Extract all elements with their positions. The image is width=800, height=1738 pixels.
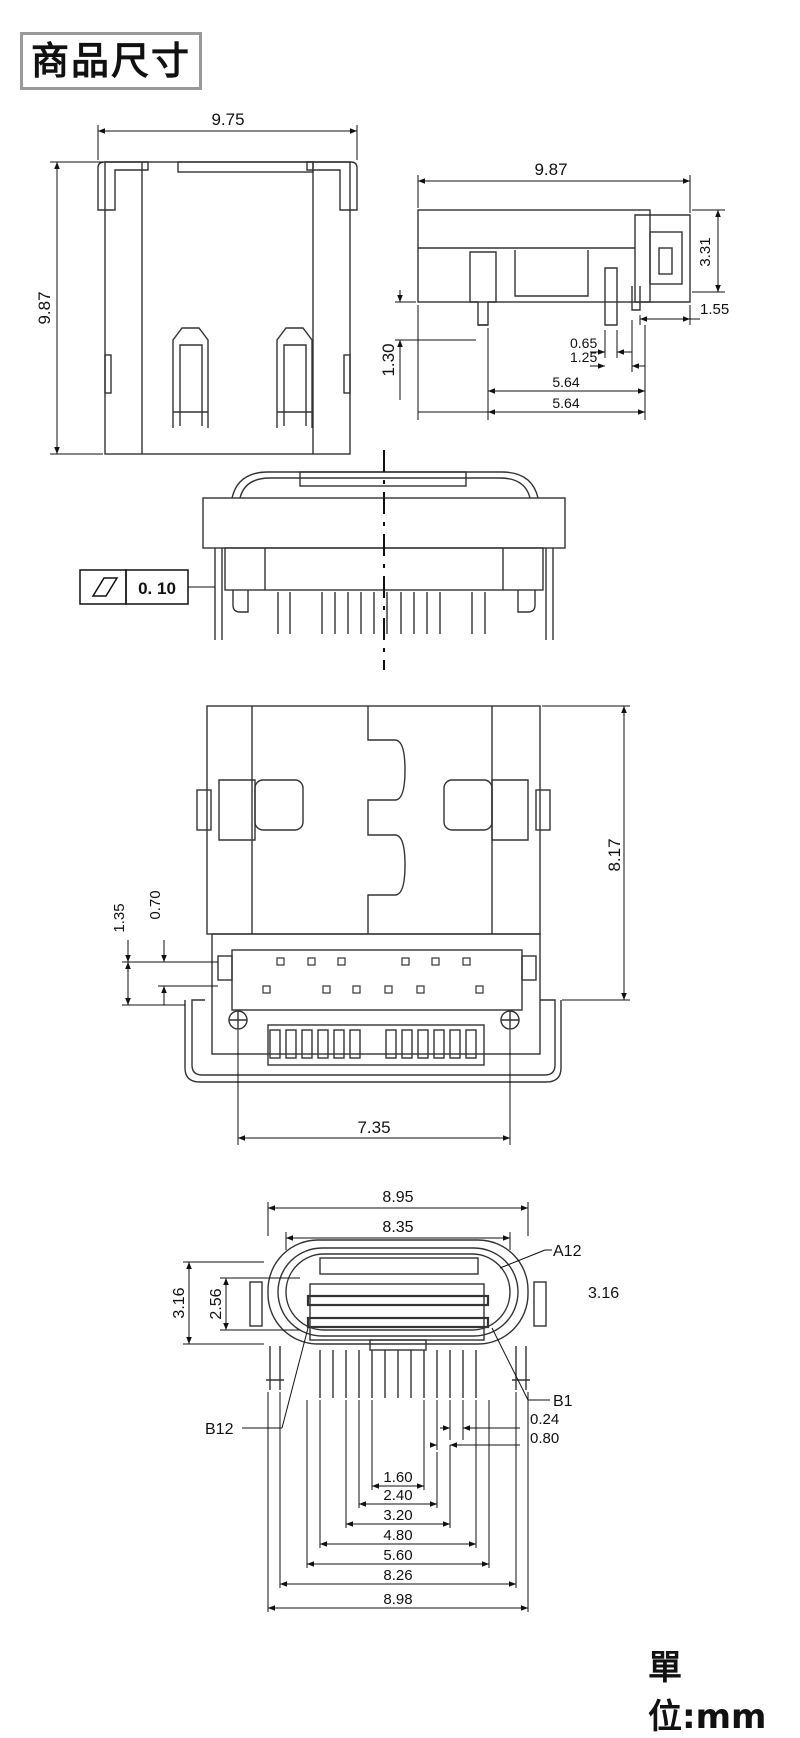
bottom-view-dims xyxy=(122,705,630,1145)
unit-label: 單位:mm xyxy=(648,1648,767,1737)
end-view-dim-240-label: 2.40 xyxy=(383,1487,412,1504)
end-view-outer-width-label: 8.95 xyxy=(382,1189,413,1206)
bottom-view-width-label: 7.35 xyxy=(357,1118,390,1137)
side-view-pin-pitch-label: 1.25 xyxy=(570,349,597,365)
end-view-b1-label: B1 xyxy=(553,1393,573,1410)
flatness-callout xyxy=(79,569,215,605)
bottom-view-dim-a-label: 1.35 xyxy=(111,903,128,932)
end-view-right-height-label: 3.16 xyxy=(588,1285,619,1302)
end-view-dim-480-label: 4.80 xyxy=(383,1527,412,1544)
flatness-value: 0. 10 xyxy=(138,579,176,598)
page-title: 商品尺寸 xyxy=(30,39,191,83)
end-view-inner-height-label: 2.56 xyxy=(208,1288,225,1319)
end-view-a12-label: A12 xyxy=(553,1243,582,1260)
dimension-drawing: 9.75 9.87 xyxy=(35,110,729,1612)
top-view-height-label: 9.87 xyxy=(35,291,54,324)
bottom-view-dim-b-label: 0.70 xyxy=(147,890,164,919)
end-view xyxy=(249,1239,547,1398)
end-view-pins xyxy=(319,1350,477,1398)
side-view xyxy=(417,209,691,326)
bottom-view-height-label: 8.17 xyxy=(605,838,624,871)
side-view-length-label: 9.87 xyxy=(534,160,567,179)
side-view-standoff-label: 1.30 xyxy=(379,343,398,376)
side-view-height-label: 3.31 xyxy=(697,237,714,266)
side-view-body xyxy=(417,209,651,303)
end-view-b12-label: B12 xyxy=(205,1421,234,1438)
side-view-dims xyxy=(395,175,725,420)
side-view-span-a-label: 5.64 xyxy=(552,374,579,390)
end-view-dim-826-label: 8.26 xyxy=(383,1567,412,1584)
top-view-width-label: 9.75 xyxy=(211,110,244,129)
top-view xyxy=(97,161,358,455)
top-view-dims xyxy=(50,125,358,455)
bottom-view xyxy=(184,705,562,1083)
end-view-left-height-label: 3.16 xyxy=(171,1287,188,1318)
front-view-pins xyxy=(277,592,486,634)
end-view-dim-320-label: 3.20 xyxy=(383,1507,412,1524)
side-view-span-b-label: 5.64 xyxy=(552,395,579,411)
end-view-dim-898-label: 8.98 xyxy=(383,1591,412,1608)
bottom-view-slots xyxy=(269,1029,477,1059)
end-view-dim-160-label: 1.60 xyxy=(383,1469,412,1486)
end-view-dims xyxy=(183,1202,552,1612)
side-view-pin-width-label: 0.65 xyxy=(570,335,597,351)
end-view-inner-width-label: 8.35 xyxy=(382,1219,413,1236)
side-view-tail-label: 1.55 xyxy=(700,301,729,318)
end-view-pin-width-label: 0.24 xyxy=(530,1411,559,1428)
title-box: 商品尺寸 xyxy=(20,32,202,90)
end-view-dim-560-label: 5.60 xyxy=(383,1547,412,1564)
end-view-pitch-label: 0.80 xyxy=(530,1430,559,1447)
flatness-icon xyxy=(91,577,119,597)
bottom-view-pads xyxy=(262,957,484,994)
